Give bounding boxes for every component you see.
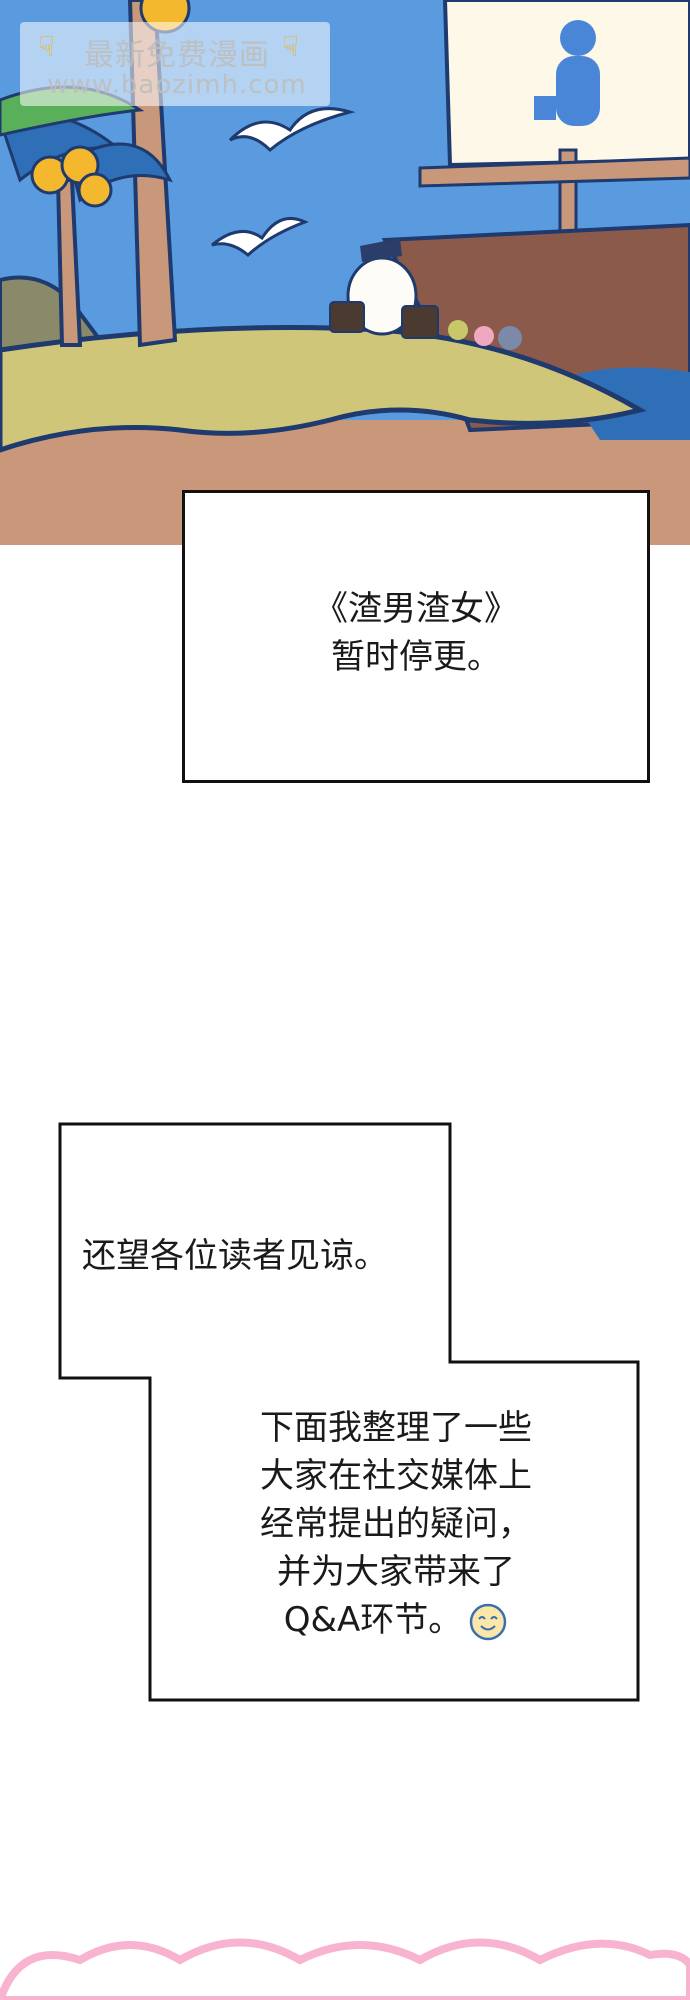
caption-line: 下面我整理了一些 xyxy=(260,1408,532,1448)
small-cat xyxy=(474,326,494,346)
smiling-face-icon xyxy=(470,1603,507,1640)
caption-qa-intro: 下面我整理了一些 大家在社交媒体上 经常提出的疑问， 并为大家带来了 Q&A环节… xyxy=(226,1404,566,1644)
pink-cloud-border xyxy=(0,1938,690,2000)
pointing-hand-icon: ☟ xyxy=(282,30,300,63)
captain-hat xyxy=(360,238,402,262)
illustration-scene: ☟ ☟ 最新免费漫画 www.baozimh.com xyxy=(0,0,690,545)
caption-box-outline xyxy=(58,1122,640,1702)
caption-line: 大家在社交媒体上 xyxy=(260,1456,532,1496)
pointing-hand-icon: ☟ xyxy=(38,30,56,63)
coconut xyxy=(77,172,113,208)
passenger-bag xyxy=(534,96,556,120)
caption-text: 《渣男渣女》 暂时停更。 xyxy=(185,585,647,681)
caption-apology: 还望各位读者见谅。 xyxy=(82,1236,388,1276)
seagull xyxy=(211,217,309,257)
watermark-box xyxy=(20,22,330,106)
suitcase xyxy=(329,301,365,333)
caption-box-hiatus: 《渣男渣女》 暂时停更。 xyxy=(182,490,650,783)
caption-box-combined xyxy=(58,1122,640,1702)
caption-line: 《渣男渣女》 xyxy=(314,589,518,629)
suitcase xyxy=(401,305,439,339)
passenger-body xyxy=(556,56,600,126)
watermark-url: www.baozimh.com xyxy=(47,70,307,100)
small-cat xyxy=(448,320,468,340)
passenger-head xyxy=(560,20,596,56)
caption-line: 暂时停更。 xyxy=(331,637,501,677)
caption-line: Q&A环节。 xyxy=(283,1600,463,1640)
seagull xyxy=(228,107,356,153)
island-ship-illustration xyxy=(0,0,690,545)
sail-boom xyxy=(418,156,690,188)
watermark-title: 最新免费漫画 xyxy=(84,38,270,73)
caption-line: 经常提出的疑问， xyxy=(260,1504,532,1544)
small-cat xyxy=(498,326,522,350)
caption-line-last: Q&A环节。 xyxy=(226,1596,566,1644)
island-grass xyxy=(0,325,647,453)
caption-line: 并为大家带来了 xyxy=(277,1552,515,1592)
